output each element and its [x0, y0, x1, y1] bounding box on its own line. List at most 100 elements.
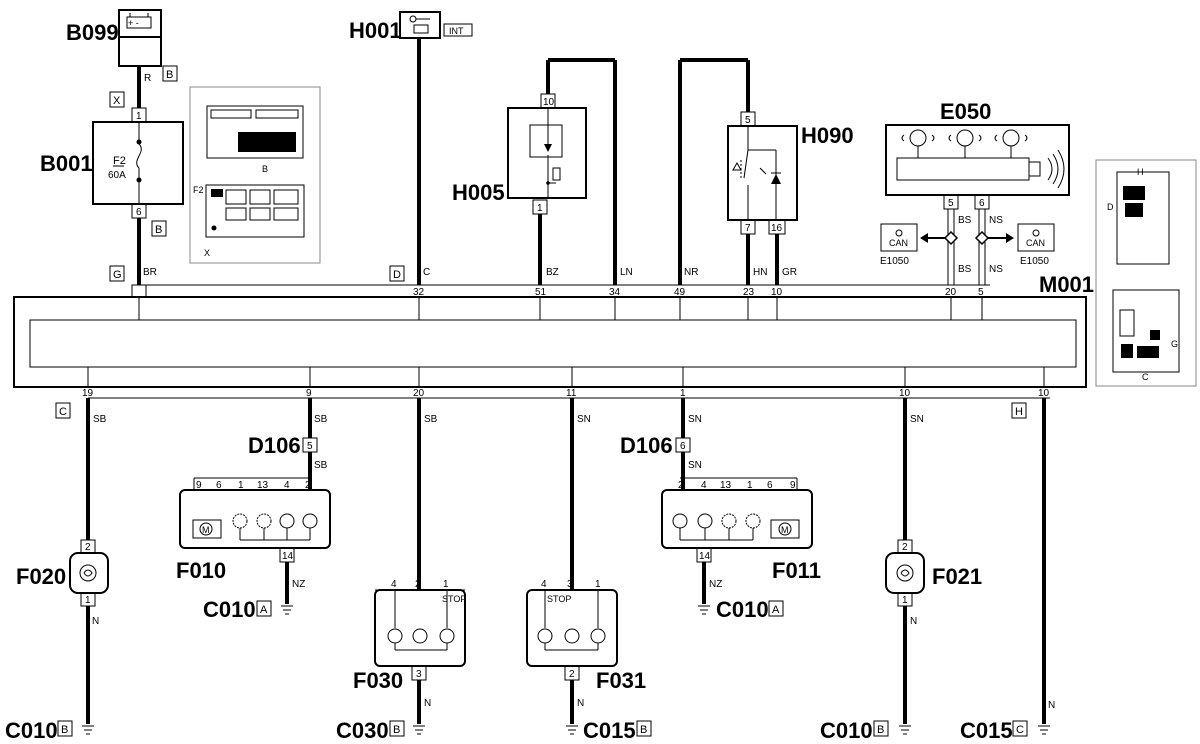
- svg-text:1: 1: [902, 595, 908, 606]
- svg-text:1: 1: [85, 595, 91, 606]
- svg-text:2: 2: [678, 480, 684, 491]
- svg-text:6: 6: [767, 480, 773, 491]
- svg-text:F2: F2: [193, 185, 204, 195]
- svg-text:LN: LN: [620, 267, 633, 278]
- f010-cluster: 9 6 1 13 4 2 M F010: [176, 477, 331, 583]
- h001-switch: INT H001: [349, 11, 473, 43]
- h001-label: H001: [349, 18, 402, 43]
- svg-text:G: G: [1171, 339, 1178, 349]
- ground-c010-right: C010 B: [820, 718, 911, 743]
- svg-text:B: B: [166, 69, 173, 81]
- svg-text:4: 4: [284, 480, 290, 491]
- svg-text:D: D: [1107, 202, 1114, 212]
- svg-text:16: 16: [771, 223, 783, 234]
- svg-text:C: C: [59, 406, 67, 418]
- svg-text:C030: C030: [336, 718, 389, 743]
- svg-text:G: G: [113, 269, 122, 281]
- svg-text:M: M: [781, 525, 789, 535]
- svg-text:9: 9: [790, 480, 796, 491]
- h005-sensor: H005: [452, 107, 587, 205]
- svg-text:23: 23: [743, 287, 755, 298]
- svg-text:13: 13: [257, 480, 269, 491]
- svg-text:1: 1: [680, 388, 686, 399]
- svg-text:1: 1: [595, 579, 601, 590]
- f030-rear-lamp: 4 2 1 STOP F030: [353, 579, 466, 693]
- b099-battery: + - B099: [66, 9, 162, 67]
- fuse-rating: 60A: [108, 170, 126, 181]
- svg-text:6: 6: [979, 198, 985, 209]
- svg-text:B: B: [877, 724, 884, 736]
- svg-text:14: 14: [699, 551, 711, 562]
- h005-label: H005: [452, 180, 505, 205]
- svg-text:HN: HN: [753, 267, 767, 278]
- svg-text:C015: C015: [583, 718, 636, 743]
- svg-text:N: N: [92, 616, 99, 627]
- svg-text:B: B: [262, 164, 268, 174]
- svg-text:10: 10: [543, 97, 555, 108]
- svg-text:H: H: [1015, 406, 1023, 418]
- svg-text:SB: SB: [314, 460, 328, 471]
- b001-label: B001: [40, 151, 93, 176]
- svg-text:2: 2: [569, 669, 575, 680]
- ground-c015-mid: C015 B: [566, 718, 652, 743]
- h090-label: H090: [801, 123, 854, 148]
- svg-text:4: 4: [541, 579, 547, 590]
- e1050-can-left: CAN E1050: [880, 223, 918, 267]
- svg-text:2: 2: [902, 542, 908, 553]
- svg-text:6: 6: [216, 480, 222, 491]
- svg-text:7: 7: [745, 223, 751, 234]
- svg-text:4: 4: [701, 480, 707, 491]
- svg-text:SN: SN: [577, 414, 591, 425]
- svg-text:SB: SB: [93, 414, 107, 425]
- svg-text:BR: BR: [143, 267, 157, 278]
- f021-lamp: F021: [885, 552, 982, 594]
- svg-text:STOP: STOP: [547, 594, 571, 604]
- conn-x-box: [109, 91, 125, 108]
- h001-tag: INT: [449, 26, 464, 36]
- ground-c030: C030 B: [336, 718, 425, 743]
- svg-text:X: X: [113, 95, 121, 107]
- svg-text:1: 1: [238, 480, 244, 491]
- svg-text:BS: BS: [958, 215, 972, 226]
- svg-text:49: 49: [674, 287, 686, 298]
- svg-text:CAN: CAN: [1026, 238, 1045, 248]
- f011-label: F011: [772, 558, 821, 583]
- svg-text:C: C: [1016, 724, 1024, 736]
- svg-text:5: 5: [978, 287, 984, 298]
- svg-text:5: 5: [745, 115, 751, 126]
- wire-r-label: R: [144, 73, 151, 84]
- svg-text:B: B: [61, 724, 68, 736]
- svg-text:5: 5: [307, 441, 313, 452]
- svg-text:C015: C015: [960, 718, 1013, 743]
- svg-text:GR: GR: [782, 267, 797, 278]
- b099-label: B099: [66, 20, 119, 45]
- svg-text:6: 6: [680, 441, 686, 452]
- svg-text:C010: C010: [820, 718, 873, 743]
- svg-text:3: 3: [567, 579, 573, 590]
- fuse-name: F2: [113, 155, 126, 167]
- f031-rear-lamp: 4 3 1 STOP F031: [526, 579, 646, 693]
- svg-text:A: A: [260, 604, 268, 616]
- svg-text:9: 9: [306, 388, 312, 399]
- svg-text:2: 2: [305, 480, 311, 491]
- svg-text:SN: SN: [688, 414, 702, 425]
- svg-text:E1050: E1050: [1020, 256, 1049, 267]
- svg-text:N: N: [1048, 700, 1055, 711]
- svg-text:20: 20: [413, 388, 425, 399]
- f031-label: F031: [596, 668, 646, 693]
- svg-text:SN: SN: [688, 460, 702, 471]
- d106-right-label: D106: [620, 433, 673, 458]
- svg-text:14: 14: [282, 551, 294, 562]
- svg-text:1: 1: [136, 111, 142, 122]
- d106-left-label: D106: [248, 433, 301, 458]
- m001-location-inset: H D G C: [1095, 159, 1197, 387]
- svg-text:E1050: E1050: [880, 256, 909, 267]
- svg-text:SB: SB: [424, 414, 438, 425]
- svg-text:NS: NS: [989, 215, 1003, 226]
- b001-fuse-box: F2 60A B001: [40, 121, 184, 205]
- ground-c010-f011: C010 A: [698, 597, 784, 622]
- svg-text:N: N: [910, 616, 917, 627]
- svg-text:C: C: [1142, 372, 1149, 382]
- svg-text:10: 10: [899, 388, 911, 399]
